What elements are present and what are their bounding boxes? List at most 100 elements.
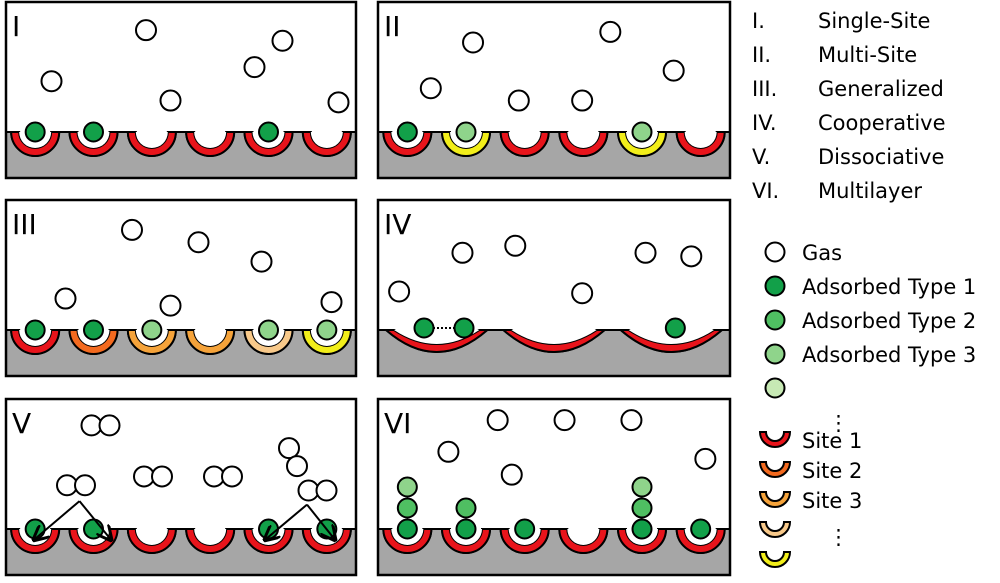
legend-site-label: Site 1 [802,429,862,453]
adsorbed-molecule [455,121,477,143]
panel-numeral: II [384,10,401,43]
adsorbed-molecule [396,476,418,498]
adsorbed-molecule [83,121,104,143]
legend-isotherm-numeral: I. [752,9,765,33]
gas-molecule [278,437,300,460]
gas-molecule [320,291,343,314]
gas-molecule [187,231,210,254]
legend-site-swatch [758,461,792,478]
legend-species-label: Adsorbed Type 3 [802,343,976,367]
panel-I: I [4,0,358,180]
panel-frame [4,198,358,378]
legend-isotherm-label: Dissociative [818,145,944,169]
gas-molecule [327,91,350,114]
panel-frame [376,198,732,378]
adsorbed-molecule [453,317,475,339]
gas-molecule [286,455,308,478]
panel-numeral: IV [384,208,411,241]
legend-species-label: Adsorbed Type 2 [802,309,976,333]
legend-site-swatch [758,491,792,508]
panel-V: V [4,397,358,577]
adsorbed-molecule [24,518,46,540]
site-pocket [194,132,227,148]
site-pocket [310,132,343,148]
gas-molecule [437,440,460,463]
gas-molecule [121,218,143,241]
panel-numeral: VI [384,407,411,440]
adsorbed-molecule [24,121,46,143]
adsorbed-molecule [690,518,712,540]
panel-II: II [376,0,732,180]
gas-molecule [462,31,485,54]
site-pocket [135,529,168,545]
legend-isotherm-numeral: IV. [752,111,777,135]
dissociation-arrow [78,500,112,540]
site-pocket [684,132,717,148]
gas-molecule [98,414,121,437]
adsorbed-molecule [631,476,653,498]
legend-species-ellipsis: ⋮ [828,411,849,435]
gas-molecule [599,20,622,43]
dissociation-arrow [34,500,81,540]
gas-molecule [634,241,657,264]
gas-molecule [151,465,173,488]
panel-frame [4,0,358,180]
legend-species-swatch [764,343,786,365]
gas-molecule [694,447,717,470]
gas-molecule [419,77,442,100]
gas-molecule [135,19,157,42]
site-pocket [135,132,168,148]
gas-molecule [159,89,182,112]
gas-molecule [221,465,243,488]
panel-numeral: V [12,407,31,440]
adsorbed-molecule [141,319,163,341]
legend-species-label: Adsorbed Type 1 [802,275,976,299]
site-pocket [508,132,541,149]
gas-molecule [486,409,509,432]
legend-isotherm-numeral: III. [752,77,777,101]
legend-species-swatch [764,309,786,331]
legend-species-label: Gas [802,241,842,265]
adsorbed-molecule [396,497,418,519]
adsorbed-molecule [455,497,477,519]
panel-numeral: I [12,10,20,43]
gas-molecule [451,241,474,264]
gas-molecule [388,280,411,303]
adsorbed-molecule [83,319,104,341]
dissociation-arrow [306,503,335,540]
panel-frame [4,397,358,577]
legend-site-label: Site 2 [802,459,862,483]
gas-molecule [662,59,685,82]
adsorbed-molecule [631,518,653,540]
adsorbed-molecule [258,319,279,341]
panel-content [6,19,356,178]
panel-III: III [4,198,358,378]
site-pocket [194,330,227,346]
legend-isotherm-numeral: II. [752,43,771,67]
legend-site-swatch [758,551,792,568]
legend-species-swatch [764,377,786,399]
legend-isotherm-label: Generalized [818,77,944,101]
adsorbed-molecule [258,121,279,143]
legend-isotherm-label: Multilayer [818,179,922,203]
panel-frame [376,0,732,180]
gas-molecule [243,56,266,79]
legend-isotherm-label: Cooperative [818,111,946,135]
panel-numeral: III [12,208,37,241]
panel-content [378,234,730,376]
adsorbed-molecule [413,317,435,339]
gas-molecule [271,29,294,52]
adsorbed-molecule [514,518,536,540]
gas-molecule [620,409,643,432]
gas-molecule [315,479,338,502]
site-pocket [567,132,600,148]
panel-content [378,20,730,178]
legend-site-swatch [758,431,792,448]
site-pocket [567,529,600,545]
panel-VI: VI [376,397,732,577]
gas-molecule [40,70,63,93]
legend-isotherm-label: Multi-Site [818,43,917,67]
gas-molecule [250,250,273,273]
